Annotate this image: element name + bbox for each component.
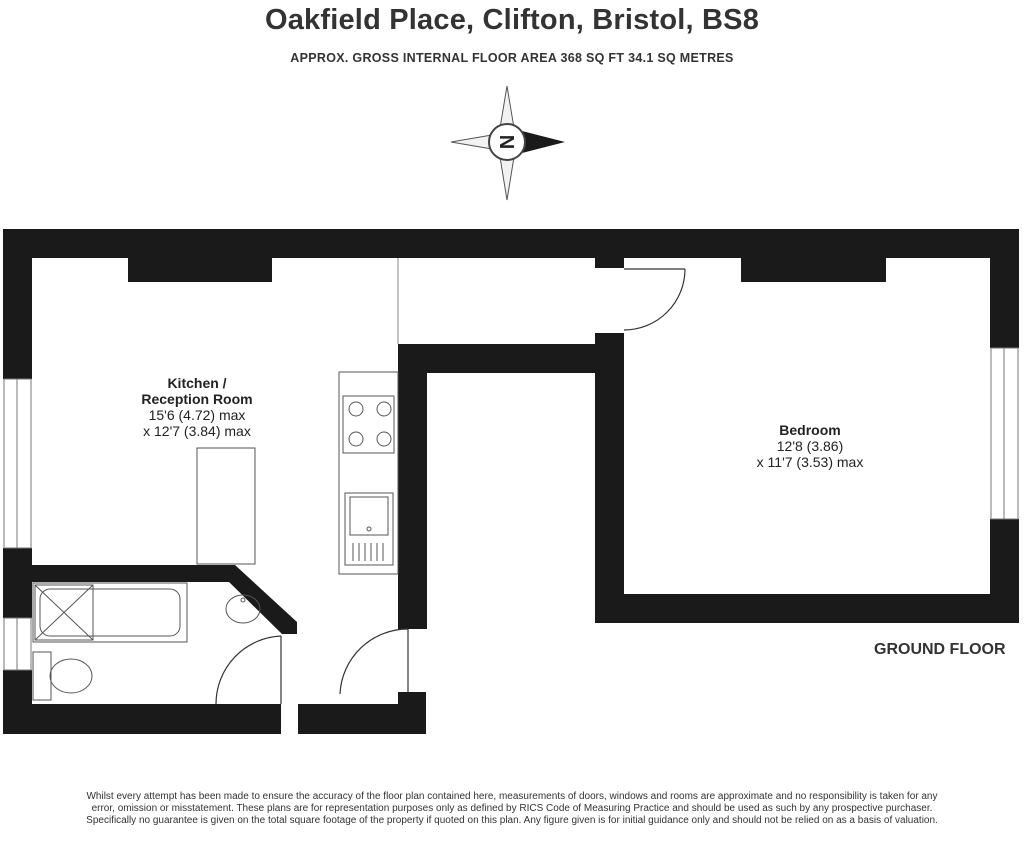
wall-left-middle — [3, 548, 32, 618]
wall-right-lower — [990, 519, 1019, 623]
kitchen-counter — [338, 371, 399, 575]
wall-bedroom-stub-top — [595, 256, 624, 268]
door-entrance — [339, 628, 409, 695]
kitchen-fixtures — [196, 371, 399, 575]
floor-level-label: GROUND FLOOR — [874, 641, 1006, 658]
bedroom-name: Bedroom — [779, 422, 841, 438]
bedroom-dimension-line1: 12'8 (3.86) — [776, 438, 844, 454]
door-bathroom — [215, 635, 282, 705]
basin-tap — [240, 597, 246, 603]
compass-rose: N — [450, 85, 565, 201]
hob — [342, 395, 395, 454]
compass-letter: N — [495, 135, 517, 149]
wall-right-upper — [990, 229, 1019, 348]
wall-left-upper — [3, 229, 32, 379]
wall-bedroom-bottom — [595, 594, 1019, 623]
wall-bottom-left — [3, 704, 281, 734]
compass-point-north — [499, 85, 515, 129]
floor-area-subtitle: APPROX. GROSS INTERNAL FLOOR AREA 368 SQ… — [290, 51, 734, 65]
wall-bathroom-top — [32, 565, 297, 634]
bedroom-dimension-line2: x 11'7 (3.53) max — [756, 454, 864, 470]
bathroom-fixtures — [32, 582, 261, 701]
wall-corridor-left-stub — [398, 692, 426, 734]
door-bedroom — [623, 268, 686, 331]
hob-ring — [376, 431, 392, 447]
toilet-cistern — [32, 651, 52, 701]
doors — [215, 268, 686, 705]
kitchen-sink — [344, 492, 394, 566]
wall-corridor-top — [398, 344, 622, 373]
sink-drainer-grooves — [352, 543, 384, 561]
windows — [3, 347, 1019, 671]
bedroom-label: Bedroom 12'8 (3.86) x 11'7 (3.53) max — [730, 422, 890, 470]
compass-point-east — [522, 131, 565, 153]
shower-tray — [34, 584, 94, 641]
sink-drain — [366, 526, 372, 532]
disclaimer: Whilst every attempt has been made to en… — [0, 791, 1024, 827]
kitchen-dimension-line2: x 12'7 (3.84) max — [143, 423, 251, 439]
walls — [3, 229, 1019, 734]
disclaimer-line2: error, omission or misstatement. These p… — [91, 803, 933, 814]
bathtub-inner — [39, 588, 181, 637]
compass-point-west — [450, 134, 493, 150]
hob-ring — [348, 401, 364, 417]
wall-bedroom-left — [595, 333, 624, 623]
kitchen-sink-bowl — [349, 496, 389, 536]
kitchen-island — [196, 447, 256, 565]
disclaimer-line3: Specifically no guarantee is given on th… — [86, 815, 938, 826]
kitchen-reception-label: Kitchen / Reception Room 15'6 (4.72) max… — [112, 375, 282, 439]
wall-corridor-left — [398, 344, 427, 629]
disclaimer-line1: Whilst every attempt has been made to en… — [86, 791, 938, 802]
wall-chimney-left — [128, 256, 272, 282]
toilet-bowl — [49, 658, 93, 694]
kitchen-name-line2: Reception Room — [141, 391, 253, 407]
page-title: Oakfield Place, Clifton, Bristol, BS8 — [264, 4, 760, 36]
compass-ring — [488, 123, 526, 161]
wall-chimney-right — [741, 256, 886, 282]
bathtub — [32, 582, 188, 643]
bathroom-basin — [225, 594, 261, 624]
compass-point-south — [499, 156, 515, 201]
wall-top — [3, 229, 1019, 258]
hob-ring — [348, 431, 364, 447]
hob-ring — [376, 401, 392, 417]
kitchen-dimension-line1: 15'6 (4.72) max — [148, 407, 246, 423]
kitchen-name-line1: Kitchen / — [167, 375, 227, 391]
